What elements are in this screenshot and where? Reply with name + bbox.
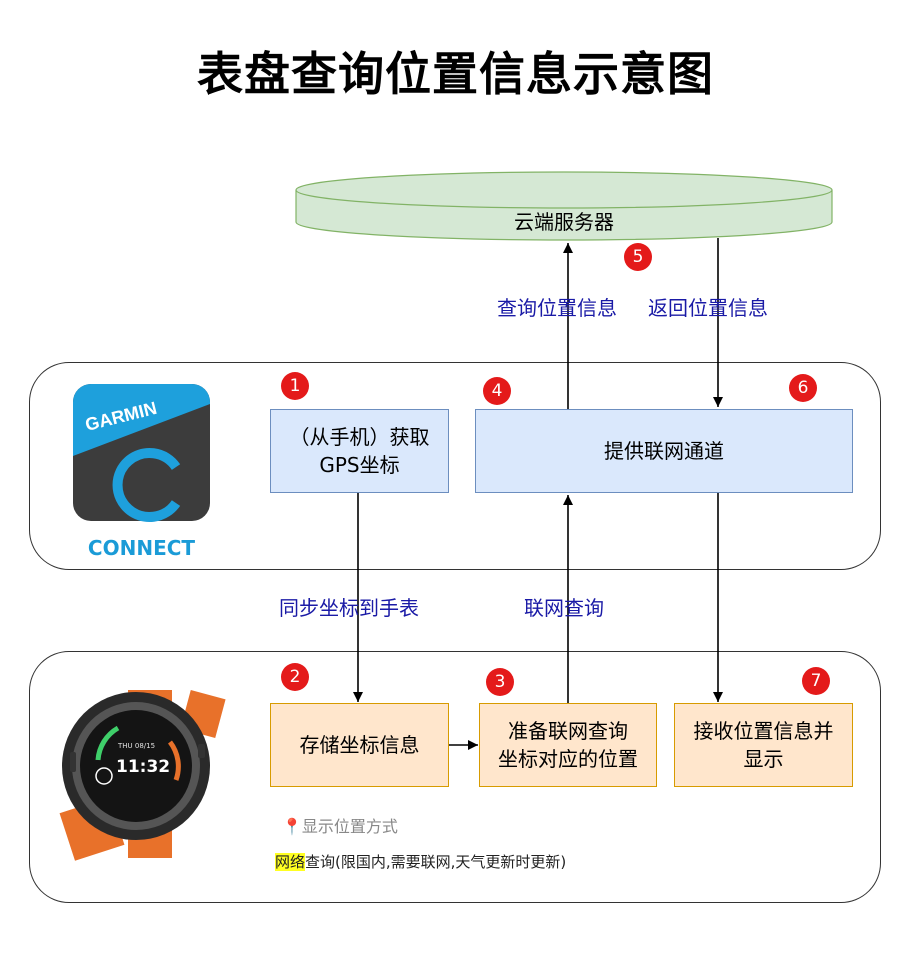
server-label: 云端服务器 <box>514 210 614 234</box>
store-coords-box: 存储坐标信息 <box>270 703 449 787</box>
pin-icon: 📍 <box>282 817 302 836</box>
step-badge-3: 3 <box>486 668 514 696</box>
note-highlight: 网络 <box>275 853 306 871</box>
step-badge-1: 1 <box>281 372 309 400</box>
store-coords-label: 存储坐标信息 <box>299 733 420 757</box>
note-line: 网络查询(限国内,需要联网,天气更新时更新) <box>275 851 566 872</box>
prepare-query-line2: 坐标对应的位置 <box>498 747 638 771</box>
step-badge-2: 2 <box>281 663 309 691</box>
server-cylinder <box>295 171 833 241</box>
get-gps-line1: （从手机）获取 <box>289 425 430 449</box>
step-badge-6: 6 <box>789 374 817 402</box>
step-badge-7: 7 <box>802 667 830 695</box>
receive-display-box: 接收位置信息并 显示 <box>674 703 853 787</box>
watch-date: THU 08/15 <box>117 742 155 750</box>
get-gps-box: （从手机）获取 GPS坐标 <box>270 409 449 493</box>
step-badge-4: 4 <box>483 377 511 405</box>
note-text: 查询(限国内,需要联网,天气更新时更新) <box>305 853 567 871</box>
display-mode: 📍显示位置方式 <box>282 813 398 837</box>
receive-display-line2: 显示 <box>743 747 784 771</box>
step-badge-5: 5 <box>624 243 652 271</box>
watch-illustration: THU 08/15 11:32 <box>59 690 226 861</box>
connect-label: CONNECT <box>87 536 196 560</box>
provide-network-box: 提供联网通道 <box>475 409 853 493</box>
garmin-connect-logo: GARMIN <box>73 384 210 522</box>
prepare-query-line1: 准备联网查询 <box>508 719 628 743</box>
display-mode-label: 显示位置方式 <box>301 817 398 836</box>
watch-time: 11:32 <box>116 757 170 777</box>
provide-network-label: 提供联网通道 <box>604 439 724 463</box>
prepare-query-box: 准备联网查询 坐标对应的位置 <box>479 703 657 787</box>
edge-label-sync-coords: 同步坐标到手表 <box>279 596 419 620</box>
edge-label-return-location: 返回位置信息 <box>648 296 768 320</box>
page-title: 表盘查询位置信息示意图 <box>197 47 714 101</box>
receive-display-line1: 接收位置信息并 <box>693 719 834 743</box>
edge-label-network-query: 联网查询 <box>524 596 604 620</box>
edge-label-query-location: 查询位置信息 <box>497 296 617 320</box>
get-gps-line2: GPS坐标 <box>319 453 400 477</box>
